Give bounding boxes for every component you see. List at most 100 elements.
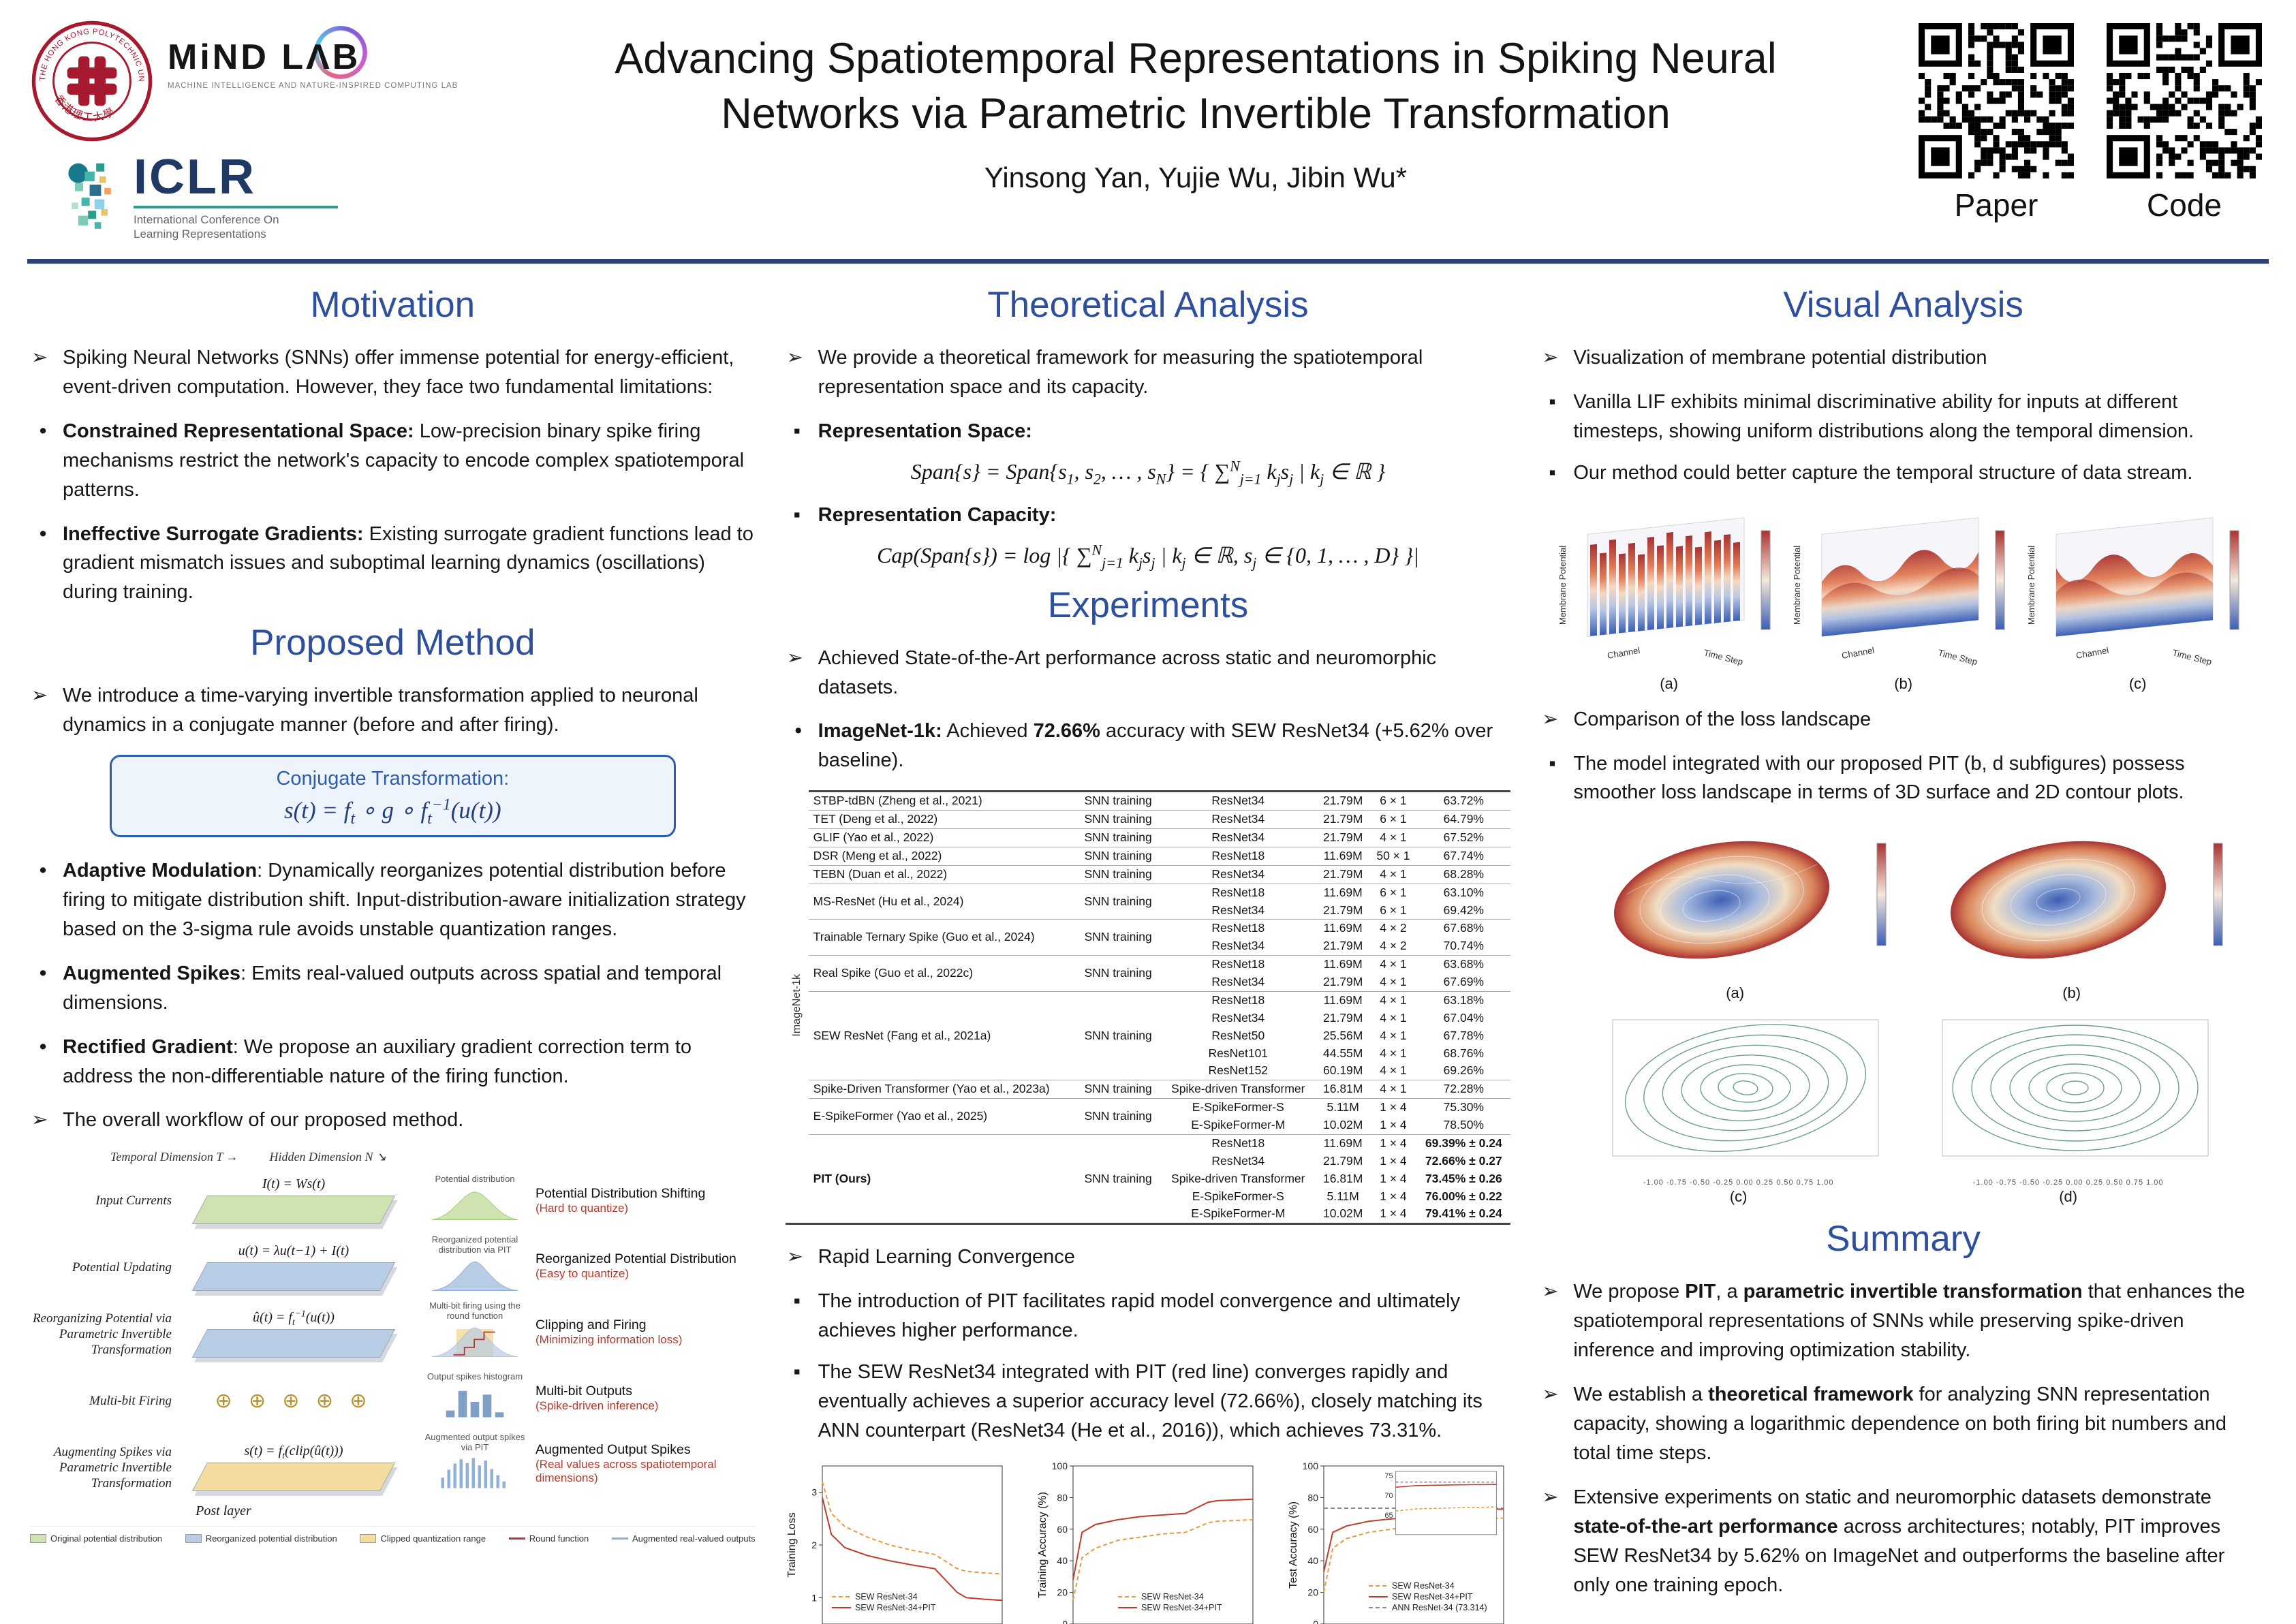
membrane-surface-b: Membrane Potential Channel Time Step xyxy=(1792,517,2005,667)
svg-text:ANN ResNet-34 (73.314): ANN ResNet-34 (73.314) xyxy=(1392,1603,1487,1612)
experiments-heading: Experiments xyxy=(1047,584,1249,625)
membrane-figure-c: Membrane Potential Channel Time Step (c) xyxy=(2026,500,2250,693)
caption-potential-shifting: Potential distribution Potential Distrib… xyxy=(421,1170,756,1231)
distribution-thumb-green xyxy=(431,1191,518,1221)
svg-text:SEW ResNet-34: SEW ResNet-34 xyxy=(1392,1581,1455,1591)
loss-contour-figures: -1.00 -0.75 -0.50 -0.25 0.00 0.25 0.50 0… xyxy=(1540,1014,2266,1206)
svg-text:60: 60 xyxy=(1057,1523,1068,1534)
experiments-p2: ImageNet-1k: Achieved 72.66% accuracy wi… xyxy=(786,717,1511,775)
workflow-captions: Potential distribution Potential Distrib… xyxy=(421,1170,756,1503)
svg-text:SEW ResNet-34+PIT: SEW ResNet-34+PIT xyxy=(855,1603,936,1612)
conjugate-formula: s(t) = ft ∘ g ∘ ft−1(u(t)) xyxy=(284,796,501,828)
loss-landscape-bullet: Comparison of the loss landscape xyxy=(1540,705,2266,734)
loss-surface-b-svg xyxy=(1950,841,2223,959)
visual-sub-1: Vanilla LIF exhibits minimal discriminat… xyxy=(1540,388,2266,446)
workflow-step-input-currents: Input Currents I(t) = Ws(t) xyxy=(30,1170,417,1231)
arrow-right-icon: → xyxy=(226,1150,238,1164)
legend-swatch-clipped xyxy=(360,1534,377,1544)
svg-text:Channel: Channel xyxy=(2075,644,2109,660)
membrane-figure-a: Membrane Potential Channel Time Step (a) xyxy=(1557,500,1782,693)
representation-capacity-formula: Cap(Span{s}) = log |{ ∑Nj=1 kjsj | kj ∈ … xyxy=(877,541,1419,572)
table-row: Trainable Ternary Spike (Guo et al., 202… xyxy=(786,919,1511,956)
svg-text:80: 80 xyxy=(1308,1492,1319,1503)
workflow-intro: The overall workflow of our proposed met… xyxy=(30,1106,756,1135)
svg-text:SEW ResNet-34: SEW ResNet-34 xyxy=(1141,1592,1204,1602)
layer-reorganizing xyxy=(191,1329,396,1358)
svg-text:Channel: Channel xyxy=(1607,644,1641,660)
svg-text:Time Step: Time Step xyxy=(2171,647,2213,667)
svg-text:75: 75 xyxy=(1385,1471,1393,1480)
motivation-bullet-2: Ineffective Surrogate Gradients: Existin… xyxy=(30,520,756,608)
svg-text:SEW ResNet-34+PIT: SEW ResNet-34+PIT xyxy=(1141,1603,1222,1612)
visual-sub-2: Our method could better capture the temp… xyxy=(1540,458,2266,488)
qr-paper xyxy=(1919,23,2074,178)
loss-landscape-3d-figures: (a) (b) xyxy=(1540,819,2266,1002)
qr-code-label: Code xyxy=(2147,187,2222,223)
svg-text:Training Loss: Training Loss xyxy=(786,1512,798,1577)
svg-text:100: 100 xyxy=(1303,1461,1319,1471)
histogram-thumb xyxy=(446,1390,504,1418)
representation-capacity-label: Representation Capacity: xyxy=(786,501,1511,530)
contour-axis-ticks: -1.00 -0.75 -0.50 -0.25 0.00 0.25 0.50 0… xyxy=(1643,1178,1834,1187)
column-motivation: Motivation Spiking Neural Networks (SNNs… xyxy=(30,272,756,1624)
proposed-bullet-rectified-gradient: Rectified Gradient: We propose an auxili… xyxy=(30,1033,756,1091)
loss-contour-d: -1.00 -0.75 -0.50 -0.25 0.00 0.25 0.50 0… xyxy=(1908,1014,2229,1206)
svg-text:70: 70 xyxy=(1385,1491,1393,1499)
caption-clipping-firing: Multi-bit firing using the round functio… xyxy=(421,1300,756,1363)
summary-bullet-1: We propose PIT, a parametric invertible … xyxy=(1540,1277,2266,1365)
motivation-intro: Spiking Neural Networks (SNNs) offer imm… xyxy=(30,343,756,402)
qr-paper-label: Paper xyxy=(1954,187,2038,223)
mindlab-subtitle: MACHINE INTELLIGENCE AND NATURE-INSPIRED… xyxy=(168,82,459,90)
loss-contour-c-svg xyxy=(1612,1019,1879,1157)
legend-swatch-original xyxy=(30,1534,46,1544)
svg-text:0: 0 xyxy=(1062,1619,1068,1624)
layer-potential-updating xyxy=(191,1262,396,1292)
workflow-step-augmenting: Augmenting Spikes via Parametric Inverti… xyxy=(30,1437,417,1498)
proposed-method-heading: Proposed Method xyxy=(250,623,536,663)
logo-block: THE HONG KONG POLYTECHNIC UNIVERSITY 香港理… xyxy=(30,19,480,242)
column-theory-experiments: Theoretical Analysis We provide a theore… xyxy=(785,272,1511,1624)
summary-heading: Summary xyxy=(1826,1219,1981,1260)
svg-text:3: 3 xyxy=(811,1486,817,1497)
legend-line-augmented xyxy=(611,1537,628,1540)
motivation-heading: Motivation xyxy=(310,285,476,325)
iclr-title: ICLR xyxy=(134,150,256,204)
legend-line-round xyxy=(508,1537,525,1540)
qr-code xyxy=(2107,23,2262,178)
experiments-p1: Achieved State-of-the-Art performance ac… xyxy=(786,644,1511,702)
proposed-bullet-augmented-spikes: Augmented Spikes: Emits real-valued outp… xyxy=(30,959,756,1018)
svg-text:20: 20 xyxy=(1308,1587,1319,1597)
table-row: E-SpikeFormer (Yao et al., 2025)SNN trai… xyxy=(786,1098,1511,1135)
svg-text:40: 40 xyxy=(1057,1555,1068,1566)
iclr-subtitle: International Conference On Learning Rep… xyxy=(134,213,279,241)
loss-contour-c: -1.00 -0.75 -0.50 -0.25 0.00 0.25 0.50 0… xyxy=(1579,1014,1899,1206)
mindlab-logo: MiND LΛB MACHINE INTELLIGENCE AND NATURE… xyxy=(168,19,458,90)
contour-axis-ticks-2: -1.00 -0.75 -0.50 -0.25 0.00 0.25 0.50 0… xyxy=(1972,1178,2164,1187)
membrane-surface-c: Membrane Potential Channel Time Step xyxy=(2026,517,2239,667)
legend-swatch-reorganized xyxy=(185,1534,202,1544)
workflow-step-multibit-firing: Multi-bit Firing ⊕ ⊕ ⊕ ⊕ ⊕ xyxy=(30,1370,417,1431)
convergence-title: Rapid Learning Convergence xyxy=(786,1243,1511,1272)
svg-text:Membrane Potential: Membrane Potential xyxy=(1792,545,1802,624)
workflow-step-reorganizing: Reorganizing Potential via Parametric In… xyxy=(30,1303,417,1364)
convergence-bullet-2: The SEW ResNet34 integrated with PIT (re… xyxy=(786,1358,1511,1446)
poster-title: Advancing Spatiotemporal Representations… xyxy=(615,35,1777,138)
membrane-surface-a: Membrane Potential Channel Time Step xyxy=(1557,517,1771,667)
title-block: Advancing Spatiotemporal Representations… xyxy=(480,19,1912,194)
svg-text:100: 100 xyxy=(1052,1461,1068,1471)
svg-text:SEW ResNet-34+PIT: SEW ResNet-34+PIT xyxy=(1392,1592,1473,1602)
svg-text:65: 65 xyxy=(1385,1511,1393,1519)
